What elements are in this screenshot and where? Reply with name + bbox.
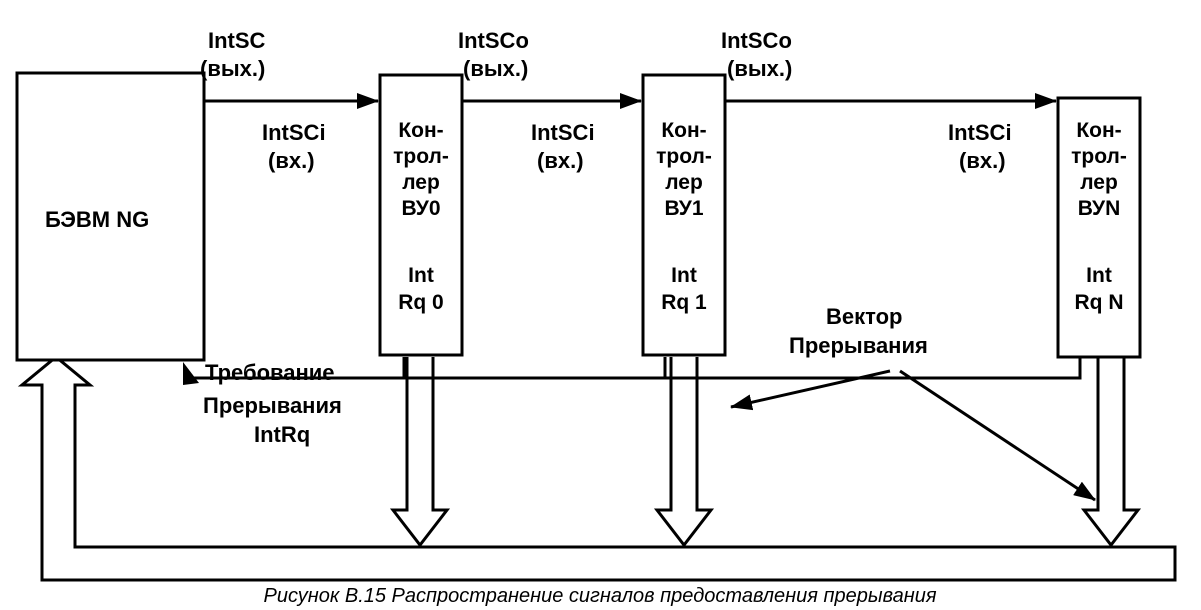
controller-n-line: трол- bbox=[1071, 145, 1127, 168]
controller-1-line: ВУ1 bbox=[664, 197, 703, 220]
intsci-label-0-dir: (вх.) bbox=[268, 148, 315, 173]
controller-0-line: лер bbox=[402, 171, 440, 194]
intsc-label: IntSC bbox=[208, 28, 266, 53]
intsco-label-2: IntSCo bbox=[721, 28, 792, 53]
intsco-label-2-dir: (вых.) bbox=[727, 56, 792, 81]
intsco-label-1-dir: (вых.) bbox=[463, 56, 528, 81]
main-unit-label: БЭВМ NG bbox=[45, 207, 149, 232]
intsci-label-1: IntSCi bbox=[531, 120, 595, 145]
controller-n-box bbox=[1056, 96, 1142, 359]
vector-arrow-left bbox=[730, 369, 891, 411]
intrq-label-1: Требование bbox=[205, 360, 335, 385]
controller-0-bus-arrow bbox=[389, 357, 451, 548]
controller-0-label: Кон- трол- лер ВУ0 Int Rq 0 bbox=[393, 119, 449, 314]
main-unit-box bbox=[15, 71, 206, 362]
vector-label-1: Вектор bbox=[826, 304, 903, 329]
controller-0-line: Rq 0 bbox=[398, 291, 444, 314]
controller-n-line: Int bbox=[1086, 264, 1112, 287]
controller-n-label: Кон- трол- лер ВУN Int Rq N bbox=[1071, 119, 1127, 314]
controller-1-line: трол- bbox=[656, 145, 712, 168]
controller-0-line: ВУ0 bbox=[401, 197, 440, 220]
intsci-label-2-dir: (вх.) bbox=[959, 148, 1006, 173]
vector-arrow-right bbox=[899, 369, 1096, 502]
controller-0-line: трол- bbox=[393, 145, 449, 168]
intsci-label-2: IntSCi bbox=[948, 120, 1012, 145]
controller-1-bus-arrow bbox=[653, 357, 715, 548]
controller-n-line: ВУN bbox=[1078, 197, 1121, 220]
controller-0-box bbox=[378, 73, 464, 357]
controller-n-line: Кон- bbox=[1076, 119, 1121, 142]
controller-1-line: лер bbox=[665, 171, 703, 194]
intsc-label-dir: (вых.) bbox=[200, 56, 265, 81]
controller-n-bus-arrow bbox=[1080, 357, 1142, 548]
controller-0-line: Кон- bbox=[398, 119, 443, 142]
intrq-label-3: IntRq bbox=[254, 422, 310, 447]
intrq-arrowhead bbox=[183, 362, 199, 385]
intsci-label-0: IntSCi bbox=[262, 120, 326, 145]
controller-1-box bbox=[641, 73, 727, 357]
intsco-label-1: IntSCo bbox=[458, 28, 529, 53]
system-bus bbox=[17, 355, 1177, 582]
controller-0-line: Int bbox=[408, 264, 434, 287]
vector-label-2: Прерывания bbox=[789, 333, 928, 358]
controller-n-line: Rq N bbox=[1075, 291, 1124, 314]
controller-1-label: Кон- трол- лер ВУ1 Int Rq 1 bbox=[656, 119, 712, 314]
controller-1-line: Int bbox=[671, 264, 697, 287]
controller-1-line: Кон- bbox=[661, 119, 706, 142]
intrq-label-2: Прерывания bbox=[203, 393, 342, 418]
controller-n-line: лер bbox=[1080, 171, 1118, 194]
intrq-line bbox=[187, 357, 1082, 380]
controller-1-line: Rq 1 bbox=[661, 291, 707, 314]
intsci-label-1-dir: (вх.) bbox=[537, 148, 584, 173]
figure-caption: Рисунок В.15 Распространение сигналов пр… bbox=[263, 585, 936, 607]
